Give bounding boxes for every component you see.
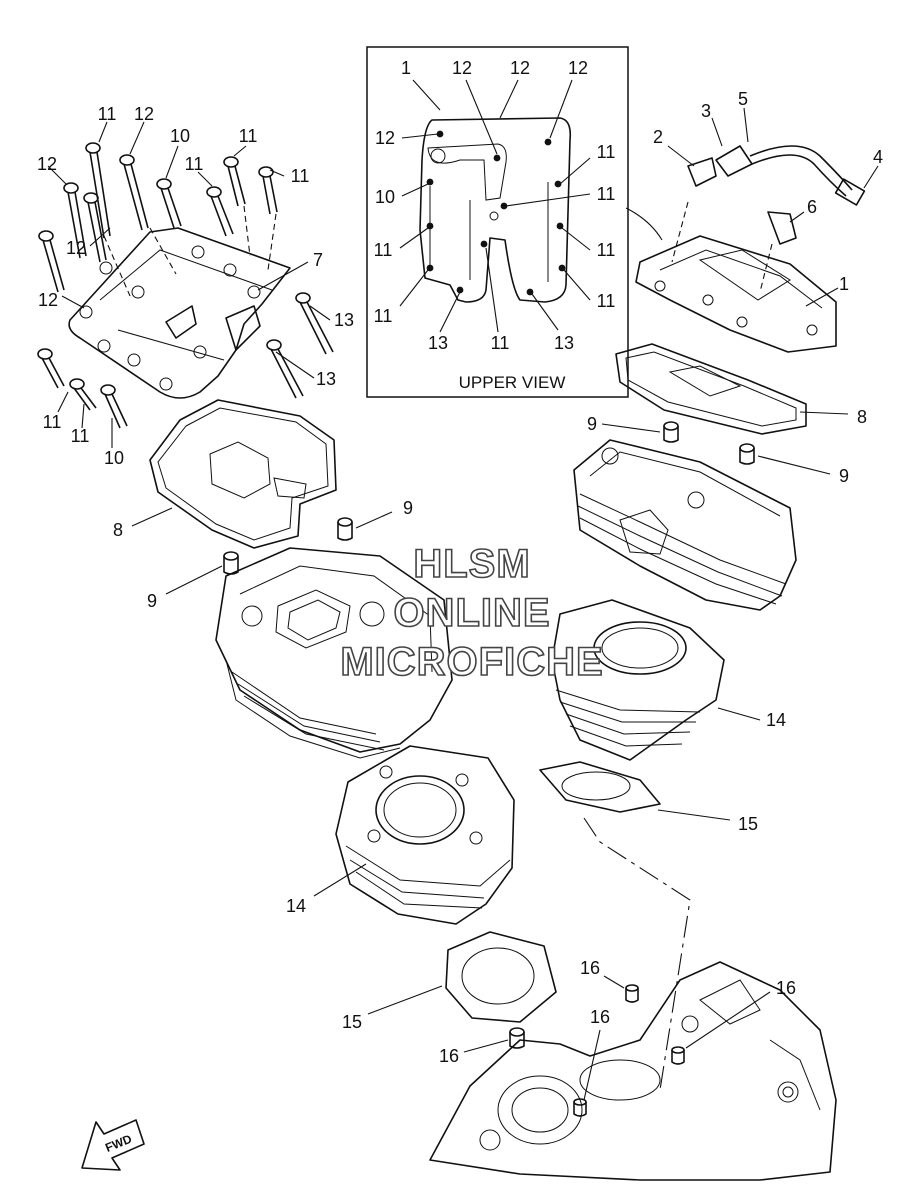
inset-cover-hole bbox=[430, 148, 446, 164]
base-gasket-left: 15 bbox=[342, 931, 557, 1032]
callout-9-d: 9 bbox=[839, 466, 849, 486]
base-gasket-right: 15 bbox=[539, 761, 758, 834]
upper-view-caption: UPPER VIEW bbox=[459, 373, 566, 392]
callout-9-c: 9 bbox=[587, 414, 597, 434]
callout-7: 7 bbox=[313, 250, 323, 270]
dowels-crankcase: 16 16 16 16 bbox=[439, 958, 796, 1117]
rocker-cover-left bbox=[68, 227, 291, 399]
crankcase bbox=[429, 817, 837, 1181]
callout-10-a: 10 bbox=[170, 126, 190, 146]
cylinder-left: 14 bbox=[286, 745, 515, 925]
callout-2: 2 bbox=[653, 127, 663, 147]
inset-callout-10-a: 10 bbox=[375, 187, 395, 207]
watermark-line-2: ONLINE bbox=[393, 591, 550, 635]
callout-11-f: 11 bbox=[71, 426, 90, 446]
callout-9-b: 9 bbox=[147, 591, 157, 611]
inset-callout-12-a: 12 bbox=[375, 128, 395, 148]
callout-16-c: 16 bbox=[590, 1007, 610, 1027]
inset-callout-11-b: 11 bbox=[597, 184, 616, 204]
upper-view-inset: 1 12 12 12 12 10 11 11 11 11 11 11 11 10… bbox=[366, 46, 629, 398]
watermark-line-1: HLSM bbox=[413, 542, 530, 586]
inset-callout-11-g: 11 bbox=[597, 291, 616, 311]
callout-8-a: 8 bbox=[113, 520, 123, 540]
gasket-left: 8 bbox=[113, 399, 337, 549]
callout-11-a: 11 bbox=[98, 104, 117, 124]
inset-callout-11-e: 11 bbox=[374, 306, 393, 326]
gasket-right: 8 bbox=[615, 343, 867, 435]
callout-16-d: 16 bbox=[439, 1046, 459, 1066]
callout-14-b: 14 bbox=[766, 710, 786, 730]
callout-11-b: 11 bbox=[239, 126, 258, 146]
watermark-line-3: MICROFICHE bbox=[340, 640, 603, 684]
inset-callout-12-d: 12 bbox=[568, 58, 588, 78]
inset-frame bbox=[366, 46, 629, 398]
cylinder-head-left bbox=[215, 547, 453, 759]
callout-13-b: 13 bbox=[316, 369, 336, 389]
callout-14-a: 14 bbox=[286, 896, 306, 916]
callout-5: 5 bbox=[738, 89, 748, 109]
callout-11-d: 11 bbox=[291, 166, 310, 186]
callout-12-a: 12 bbox=[134, 104, 154, 124]
oil-line-assembly: 2 3 5 4 6 bbox=[625, 89, 883, 245]
rocker-cover-right: 1 bbox=[635, 201, 849, 353]
callout-12-c: 12 bbox=[66, 238, 86, 258]
callout-16-a: 16 bbox=[580, 958, 600, 978]
callout-15-a: 15 bbox=[342, 1012, 362, 1032]
callout-12-d: 12 bbox=[38, 290, 58, 310]
inset-callout-13-b: 13 bbox=[554, 333, 574, 353]
inset-callout-11-f: 11 bbox=[491, 333, 510, 353]
callout-6: 6 bbox=[807, 197, 817, 217]
callout-3: 3 bbox=[701, 101, 711, 121]
callout-12-b: 12 bbox=[37, 154, 57, 174]
watermark: HLSM ONLINE MICROFICHE bbox=[340, 541, 604, 685]
callout-11-c: 11 bbox=[185, 154, 204, 174]
callout-11-e: 11 bbox=[43, 412, 62, 432]
fwd-arrow: FWD bbox=[81, 1119, 145, 1171]
inset-callout-12-b: 12 bbox=[452, 58, 472, 78]
inset-cover-small-hole bbox=[489, 211, 499, 221]
dowels-left: 9 9 bbox=[147, 498, 413, 611]
inset-cover-outline bbox=[419, 117, 572, 303]
inset-callout-12-c: 12 bbox=[510, 58, 530, 78]
dowels-right: 9 9 bbox=[587, 414, 849, 486]
inset-callout-1: 1 bbox=[401, 58, 411, 78]
callout-13-a: 13 bbox=[334, 310, 354, 330]
inset-callout-11-c: 11 bbox=[374, 240, 393, 260]
bolts-left: 11 12 10 11 12 11 11 12 7 12 13 13 11 11… bbox=[37, 104, 354, 468]
callout-1: 1 bbox=[839, 274, 849, 294]
callout-15-b: 15 bbox=[738, 814, 758, 834]
fwd-label: FWD bbox=[103, 1132, 134, 1155]
inset-callout-13-a: 13 bbox=[428, 333, 448, 353]
callout-9-a: 9 bbox=[403, 498, 413, 518]
cylinder-right: 14 bbox=[551, 599, 786, 761]
inset-cover-recess bbox=[427, 143, 507, 201]
callout-4: 4 bbox=[873, 147, 883, 167]
callout-10-b: 10 bbox=[104, 448, 124, 468]
inset-callout-11-a: 11 bbox=[597, 142, 616, 162]
callout-8-b: 8 bbox=[857, 407, 867, 427]
cylinder-head-right bbox=[573, 439, 797, 611]
inset-callout-11-d: 11 bbox=[597, 240, 616, 260]
callout-16-b: 16 bbox=[776, 978, 796, 998]
